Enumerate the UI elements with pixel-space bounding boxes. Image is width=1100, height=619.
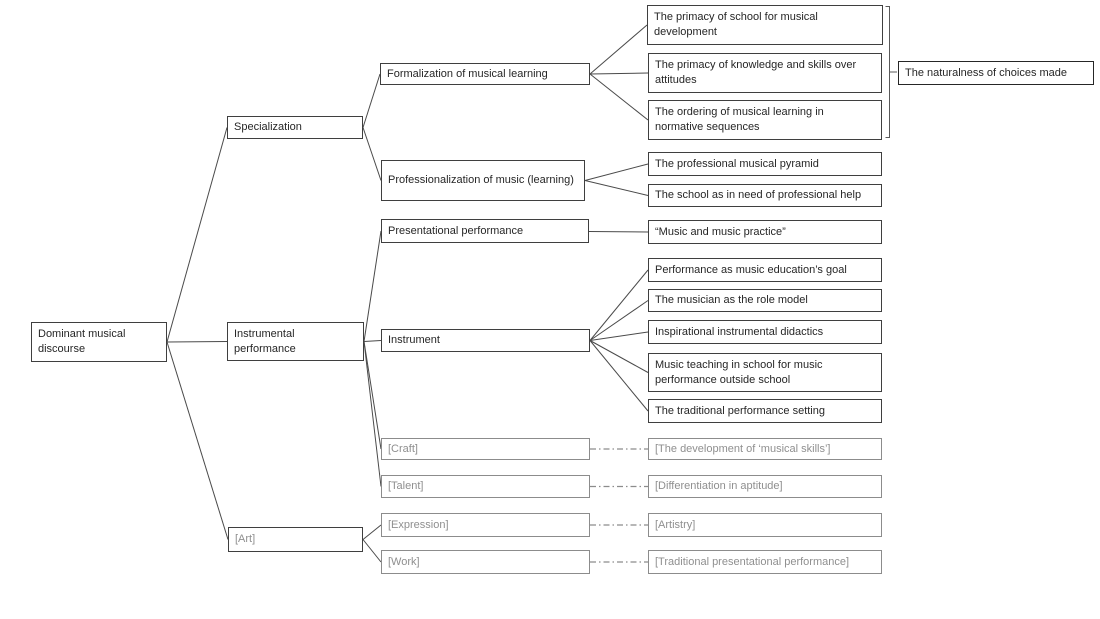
node-musical-skills: [The development of ‘musical skills’] bbox=[648, 438, 882, 460]
connector-presentational-music-practice bbox=[588, 231, 649, 233]
node-music-practice: “Music and music practice” bbox=[648, 220, 882, 244]
node-label: [Art] bbox=[235, 533, 256, 546]
node-label: [Work] bbox=[388, 555, 420, 568]
connector-root-specialization bbox=[166, 127, 228, 343]
node-expression: [Expression] bbox=[381, 513, 590, 537]
node-label: “Music and music practice” bbox=[655, 225, 786, 238]
node-label: Specialization bbox=[234, 121, 302, 134]
connector-root-instrumental bbox=[166, 341, 228, 343]
connector-instrument-role-model bbox=[589, 300, 649, 341]
node-label: Dominant musical discourse bbox=[38, 328, 126, 355]
node-label: [Expression] bbox=[388, 518, 449, 531]
node-label: [Differentiation in aptitude] bbox=[655, 480, 783, 493]
connector-professionalization-pyramid bbox=[584, 163, 649, 181]
node-label: Instrumental performance bbox=[234, 327, 296, 355]
node-label: [Traditional presentational performance] bbox=[655, 555, 850, 568]
node-pyramid: The professional musical pyramid bbox=[648, 152, 882, 176]
node-naturalness-of-choices: The naturalness of choices made bbox=[898, 61, 1094, 85]
node-talent: [Talent] bbox=[381, 475, 590, 498]
node-label: The ordering of musical learning in norm… bbox=[655, 106, 824, 133]
node-primacy-knowledge: The primacy of knowledge and skills over… bbox=[648, 53, 882, 93]
node-label: The primacy of school for musical develo… bbox=[654, 11, 818, 38]
node-performance-goal: Performance as music education’s goal bbox=[648, 258, 882, 282]
connector-formalization-ordering bbox=[589, 73, 649, 121]
node-label: [The development of ‘musical skills’] bbox=[655, 442, 831, 455]
connector-formalization-primacy-knowledge bbox=[589, 72, 649, 75]
grouping-bracket bbox=[885, 6, 890, 138]
node-label: Professionalization of music (learning) bbox=[388, 174, 574, 187]
node-professionalization: Professionalization of music (learning) bbox=[381, 160, 585, 201]
node-label: [Artistry] bbox=[655, 518, 696, 531]
node-label: Presentational performance bbox=[388, 224, 524, 237]
connector-instrumental-presentational bbox=[363, 230, 382, 342]
node-presentational-performance: Presentational performance bbox=[381, 219, 589, 243]
node-specialization: Specialization bbox=[227, 116, 363, 139]
node-traditional-setting: The traditional performance setting bbox=[648, 399, 882, 423]
connector-instrumental-instrument bbox=[363, 340, 382, 342]
node-traditional-presentational: [Traditional presentational performance] bbox=[648, 550, 882, 574]
connector-instrument-teaching-outside bbox=[589, 340, 649, 373]
connector-instrument-traditional-setting bbox=[589, 340, 649, 412]
node-formalization: Formalization of musical learning bbox=[380, 63, 590, 85]
connector-art-work bbox=[362, 539, 382, 563]
connector-instrument-didactics bbox=[589, 331, 649, 341]
node-art: [Art] bbox=[228, 527, 363, 552]
node-label: Music teaching in school for music perfo… bbox=[655, 358, 823, 386]
connector-instrument-performance-goal bbox=[589, 269, 649, 341]
node-label: Performance as music education’s goal bbox=[655, 263, 847, 276]
node-ordering: The ordering of musical learning in norm… bbox=[648, 100, 882, 140]
connector-instrumental-talent bbox=[363, 341, 382, 487]
node-label: [Craft] bbox=[388, 442, 418, 455]
node-label: The naturalness of choices made bbox=[905, 66, 1068, 79]
connector-instrumental-craft bbox=[363, 341, 382, 450]
connector-formalization-primacy-school bbox=[589, 24, 648, 75]
connector-specialization-formalization bbox=[362, 73, 381, 128]
node-didactics: Inspirational instrumental didactics bbox=[648, 320, 882, 344]
node-label: The primacy of knowledge and skills over… bbox=[655, 59, 857, 86]
node-primacy-school: The primacy of school for musical develo… bbox=[647, 5, 883, 45]
node-school-help: The school as in need of professional he… bbox=[648, 184, 882, 207]
node-work: [Work] bbox=[381, 550, 590, 574]
connector-root-art bbox=[166, 341, 229, 540]
node-label: Inspirational instrumental didactics bbox=[655, 325, 824, 338]
node-instrument: Instrument bbox=[381, 329, 590, 352]
node-instrumental-performance: Instrumental performance bbox=[227, 322, 364, 361]
node-differentiation: [Differentiation in aptitude] bbox=[648, 475, 882, 498]
node-label: The school as in need of professional he… bbox=[655, 189, 862, 202]
node-label: Instrument bbox=[388, 334, 440, 347]
connector-specialization-professionalization bbox=[362, 127, 382, 181]
node-label: The musician as the role model bbox=[655, 294, 808, 307]
connector-art-expression bbox=[362, 524, 382, 540]
node-label: Formalization of musical learning bbox=[387, 67, 548, 80]
node-artistry: [Artistry] bbox=[648, 513, 882, 537]
node-label: The professional musical pyramid bbox=[655, 157, 819, 170]
node-role-model: The musician as the role model bbox=[648, 289, 882, 312]
node-dominant-musical-discourse: Dominant musical discourse bbox=[31, 322, 167, 362]
node-label: The traditional performance setting bbox=[655, 404, 825, 417]
node-craft: [Craft] bbox=[381, 438, 590, 460]
connector-professionalization-school-help bbox=[584, 180, 649, 196]
node-teaching-outside: Music teaching in school for music perfo… bbox=[648, 353, 882, 392]
node-label: [Talent] bbox=[388, 480, 424, 493]
